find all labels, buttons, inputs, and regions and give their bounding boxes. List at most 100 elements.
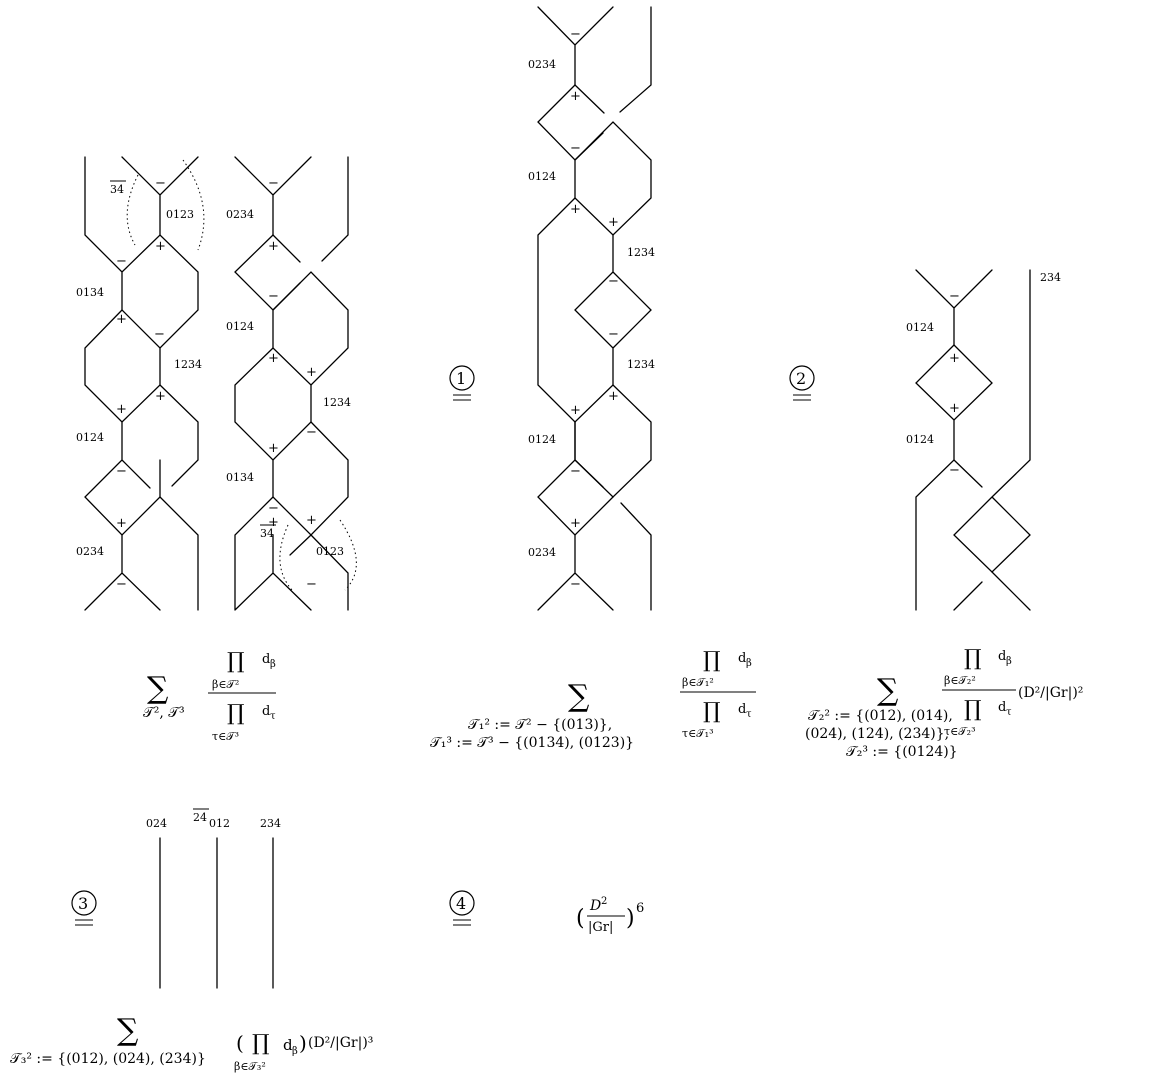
sign-plus: +	[268, 351, 279, 366]
formula-b: ∑ 𝒯₁² := 𝒯² − {(013)}, 𝒯₁³ := 𝒯³ − {(013…	[430, 648, 756, 751]
equals-step-2: 2	[789, 365, 815, 401]
svg-text:−: −	[949, 463, 960, 478]
label-234: 234	[260, 817, 281, 830]
svg-text:𝒯₂³ := {(0124)}: 𝒯₂³ := {(0124)}	[846, 744, 958, 760]
label-0134: 0134	[76, 286, 104, 299]
svg-text:β∈𝒯₃²: β∈𝒯₃²	[234, 1060, 266, 1073]
svg-text:2: 2	[796, 369, 806, 388]
label-1234: 1234	[174, 358, 202, 371]
svg-text:+: +	[949, 351, 960, 366]
svg-text:τ∈𝒯³: τ∈𝒯³	[212, 730, 239, 743]
label-34-bar: 34	[260, 527, 274, 540]
svg-text:): )	[626, 906, 635, 931]
label-0134: 0134	[226, 471, 254, 484]
svg-text:−: −	[570, 577, 581, 592]
factor-squared: (D²/|Gr|)²	[1018, 685, 1083, 701]
svg-text:∏: ∏	[227, 701, 245, 726]
label-1234: 1234	[627, 246, 655, 259]
svg-text:d: d	[998, 700, 1006, 715]
sign-plus: +	[268, 239, 279, 254]
braid-diagram-a-right: − + − + + − + − + + − 0234 0124 1234 013…	[226, 156, 357, 611]
formula-a: ∑ 𝒯², 𝒯³ ∏ d β β∈𝒯² ∏ d τ τ∈𝒯³	[143, 649, 276, 743]
svg-text:𝒯₂² := {(012), (014),: 𝒯₂² := {(012), (014),	[808, 708, 953, 724]
svg-text:d: d	[262, 704, 270, 719]
svg-text:6: 6	[636, 901, 644, 916]
svg-text:−: −	[570, 464, 581, 479]
label-0124: 0124	[528, 433, 556, 446]
svg-text:2: 2	[601, 896, 607, 907]
label-0234: 0234	[76, 545, 104, 558]
sign-plus: +	[155, 389, 166, 404]
sign-minus: −	[268, 176, 279, 191]
sign-minus: −	[154, 327, 165, 342]
svg-text:β∈𝒯²: β∈𝒯²	[212, 678, 239, 691]
svg-text:(: (	[236, 1031, 244, 1055]
sign-minus: −	[306, 577, 317, 592]
product-symbol: ∏	[227, 649, 245, 674]
formula-d: ∑ 𝒯₃² := {(012), (024), (234)} ( ∏ β∈𝒯₃²…	[10, 1013, 373, 1073]
svg-text:∏: ∏	[703, 648, 721, 673]
svg-text:|Gr|: |Gr|	[588, 920, 613, 935]
svg-text:∑: ∑	[877, 673, 899, 708]
sign-plus: +	[116, 312, 127, 327]
svg-text:𝒯₃² := {(012), (024), (234)}: 𝒯₃² := {(012), (024), (234)}	[10, 1051, 206, 1067]
label-1234: 1234	[323, 396, 351, 409]
svg-text:∏: ∏	[252, 1031, 270, 1056]
label-0123: 0123	[166, 208, 194, 221]
svg-text:τ: τ	[746, 709, 752, 720]
label-0124: 0124	[906, 433, 934, 446]
result-formula: ( D 2 |Gr| ) 6	[576, 896, 644, 935]
sign-plus: +	[116, 402, 127, 417]
label-0124: 0124	[226, 320, 254, 333]
equals-step-1: 1	[449, 365, 475, 401]
svg-text:4: 4	[456, 894, 466, 913]
sum-index: 𝒯², 𝒯³	[143, 705, 185, 721]
equals-step-4: 4	[449, 890, 475, 926]
label-234: 234	[1040, 271, 1061, 284]
svg-text:−: −	[608, 327, 619, 342]
svg-text:(: (	[576, 906, 585, 931]
svg-text:τ: τ	[270, 711, 276, 722]
svg-text:∏: ∏	[703, 699, 721, 724]
svg-text:𝒯₁² := 𝒯² − {(013)},: 𝒯₁² := 𝒯² − {(013)},	[468, 717, 612, 733]
svg-text:1: 1	[456, 369, 466, 388]
equals-step-3: 3	[71, 890, 97, 926]
svg-text:τ: τ	[1006, 707, 1012, 718]
svg-text:+: +	[570, 403, 581, 418]
label-0234: 0234	[528, 546, 556, 559]
label-024: 024	[146, 817, 167, 830]
sign-plus: +	[268, 515, 279, 530]
braid-diagram-d: 024 24 012 234	[146, 808, 281, 989]
svg-text:β∈𝒯₁²: β∈𝒯₁²	[682, 676, 714, 689]
svg-text:d: d	[998, 649, 1006, 664]
label-0124: 0124	[906, 321, 934, 334]
svg-text:β: β	[292, 1046, 298, 1057]
svg-text:+: +	[570, 89, 581, 104]
svg-text:(024), (124), (234)},: (024), (124), (234)},	[805, 726, 949, 742]
label-0123: 0123	[316, 545, 344, 558]
label-012: 012	[209, 817, 230, 830]
sign-minus: −	[155, 176, 166, 191]
sign-plus: +	[306, 365, 317, 380]
svg-text:D: D	[589, 898, 601, 914]
svg-text:d: d	[262, 652, 270, 667]
braid-diagram-a-left: − + − + − + + − + − 0134 1234 0124 0234 …	[76, 156, 205, 611]
sign-minus: −	[306, 425, 317, 440]
sign-minus: −	[116, 254, 127, 269]
label-0234: 0234	[226, 208, 254, 221]
sign-minus: −	[116, 577, 127, 592]
sum-symbol: ∑	[147, 671, 169, 706]
sign-plus: +	[268, 441, 279, 456]
svg-text:d: d	[283, 1036, 293, 1054]
svg-text:−: −	[949, 289, 960, 304]
sign-minus: −	[268, 501, 279, 516]
svg-text:): )	[299, 1031, 307, 1055]
label-0124: 0124	[76, 431, 104, 444]
svg-text:𝒯₁³ := 𝒯³ − {(0134), (0123)}: 𝒯₁³ := 𝒯³ − {(0134), (0123)}	[430, 735, 634, 751]
svg-text:+: +	[949, 401, 960, 416]
braid-diagram-c: − + + − 0124 0124 234	[906, 269, 1061, 611]
label-1234: 1234	[627, 358, 655, 371]
sign-plus: +	[306, 513, 317, 528]
svg-text:d: d	[738, 651, 746, 666]
svg-text:−: −	[570, 141, 581, 156]
